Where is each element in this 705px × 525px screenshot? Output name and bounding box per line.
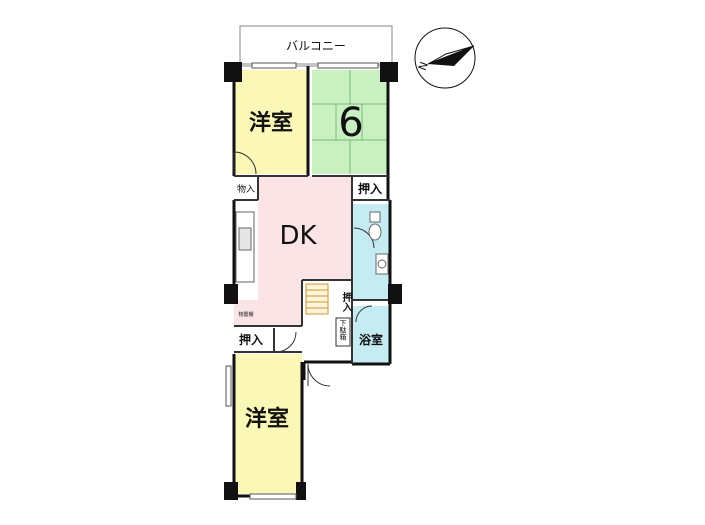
dk-room <box>234 176 352 326</box>
shoe-box <box>335 317 351 347</box>
closet-left-label: 押入 <box>239 332 263 347</box>
closet-center <box>330 286 352 316</box>
balcony <box>239 25 393 67</box>
storage-mono <box>234 176 258 200</box>
western-room-top <box>234 70 308 174</box>
shoe-box-label: 下駄箱 <box>339 320 347 342</box>
bath-room <box>352 306 390 364</box>
compass-icon: N <box>414 27 476 89</box>
tatami-label: 6 <box>338 100 363 146</box>
storage-mono-label: 物入 <box>237 183 255 195</box>
closet-right <box>352 176 388 200</box>
western-room-bottom <box>234 354 302 494</box>
balcony-label: バルコニー <box>286 39 346 53</box>
western-bottom-label: 洋室 <box>245 406 289 432</box>
western-top-label: 洋室 <box>249 110 293 136</box>
closet-right-label: 押入 <box>358 181 382 196</box>
bath-label: 浴室 <box>359 332 383 347</box>
small-shelf-label: 物置棚 <box>238 311 253 318</box>
closet-left <box>234 328 274 352</box>
dk-label: DK <box>279 221 317 251</box>
